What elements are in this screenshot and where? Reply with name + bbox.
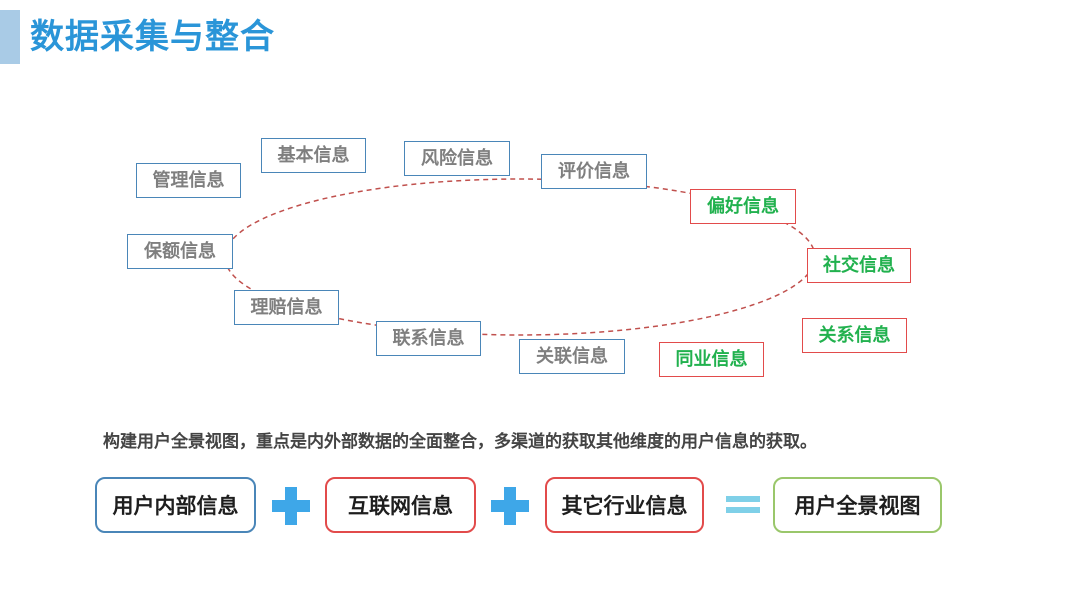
tag-social-info: 社交信息 — [807, 248, 911, 283]
tag-related-info: 关联信息 — [519, 339, 625, 374]
plus-icon — [491, 487, 529, 525]
tag-manage-info: 管理信息 — [136, 163, 241, 198]
description-text: 构建用户全景视图，重点是内外部数据的全面整合，多渠道的获取其他维度的用户信息的获… — [103, 432, 817, 452]
tag-basic-info: 基本信息 — [261, 138, 366, 173]
tag-relation-info: 关系信息 — [802, 318, 907, 353]
page-title: 数据采集与整合 — [30, 17, 275, 57]
tag-contact-info: 联系信息 — [376, 321, 481, 356]
tag-claim-info: 理赔信息 — [234, 290, 339, 325]
title-accent-bar — [0, 10, 20, 64]
plus-icon — [272, 487, 310, 525]
equals-icon — [726, 496, 760, 513]
tag-quota-info: 保额信息 — [127, 234, 233, 269]
tag-industry-info: 同业信息 — [659, 342, 764, 377]
tag-preference-info: 偏好信息 — [690, 189, 796, 224]
box-user-panorama-view: 用户全景视图 — [773, 477, 942, 533]
box-internet-info: 互联网信息 — [325, 477, 476, 533]
box-internal-info: 用户内部信息 — [95, 477, 256, 533]
box-other-industry-info: 其它行业信息 — [545, 477, 704, 533]
tag-review-info: 评价信息 — [541, 154, 647, 189]
tag-risk-info: 风险信息 — [404, 141, 510, 176]
